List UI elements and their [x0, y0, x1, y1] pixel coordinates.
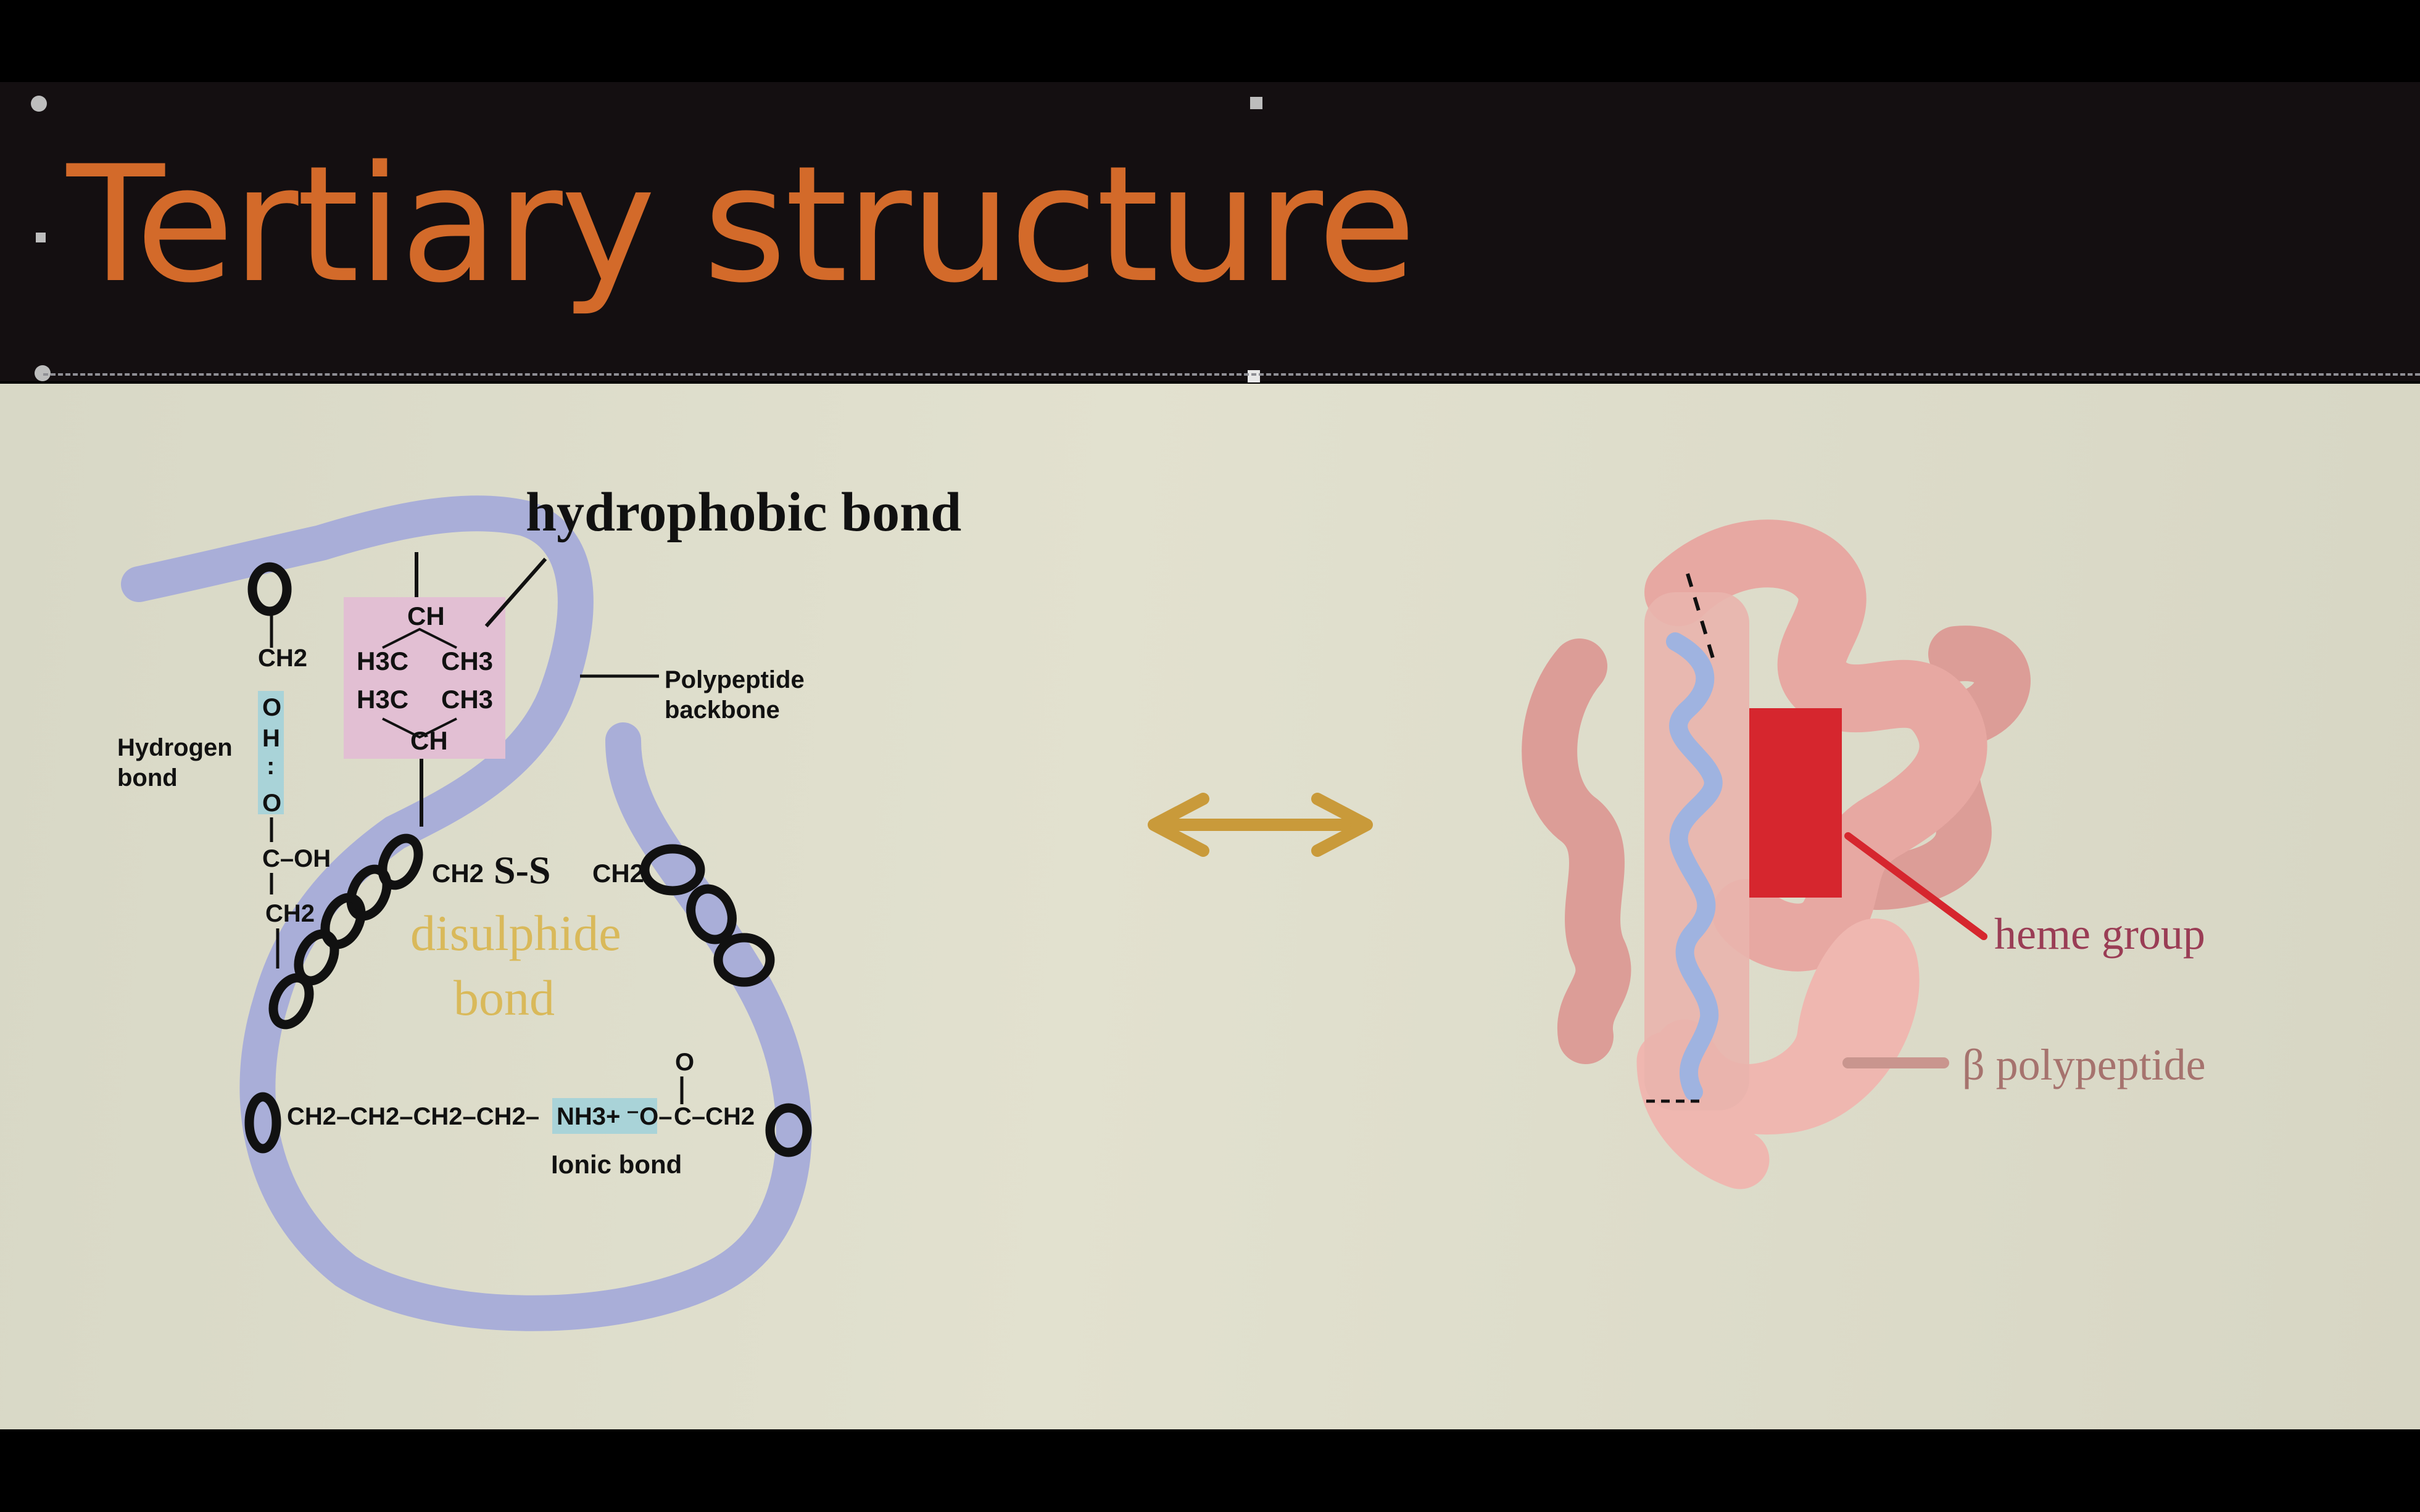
disulphide-s-s: S-S	[494, 848, 551, 892]
residue-ring	[765, 1103, 812, 1157]
hydrogen-bond-label-2: bond	[117, 764, 178, 791]
ionic-nh3: NH3+	[557, 1103, 620, 1130]
residue-ring	[713, 933, 775, 987]
disulphide-ch2-left: CH2	[432, 859, 484, 888]
hbond-h: H	[262, 725, 280, 752]
backbone-label: backbone	[665, 696, 780, 724]
ring-ch3-1: CH3	[441, 647, 493, 675]
polypeptide-backbone	[121, 495, 812, 1331]
slide-body	[0, 384, 2420, 1429]
residue-ring-hbond	[247, 562, 292, 616]
ring-h3c-2: H3C	[357, 685, 408, 714]
disulphide-bond-label: disulphide	[410, 905, 621, 961]
ionic-o: ⁻O–	[626, 1103, 672, 1130]
screen-bottom-bezel	[0, 1429, 2420, 1512]
ring-ch-bottom: CH	[410, 726, 448, 755]
helix-strand	[1666, 632, 1723, 1101]
screen-top-bezel	[0, 0, 2420, 82]
ring-ch-top: CH	[407, 601, 445, 630]
ionic-bond-box	[552, 1098, 657, 1134]
slide-title-bar: Tertiary structure	[0, 82, 2420, 381]
protein-ribbon	[1644, 519, 1987, 972]
right-protein-diagram: heme group β polypeptide	[1522, 519, 2206, 1189]
heme-group	[1749, 708, 1842, 898]
ionic-carbonyl-o: O	[675, 1049, 694, 1076]
hbond-ch2: CH2	[258, 645, 307, 672]
hbond-o-bottom: O	[262, 790, 281, 817]
ionic-bond-label: Ionic bond	[551, 1150, 682, 1179]
residue-ring	[268, 973, 314, 1030]
hbond-c-oh: C–OH	[262, 845, 331, 872]
double-arrow	[1148, 793, 1373, 857]
beta-polypeptide-label: β polypeptide	[1962, 1040, 2206, 1089]
selection-handle-middle-left[interactable]	[36, 233, 46, 242]
disulphide-bond-label-2: bond	[454, 970, 555, 1026]
ring-h3c-1: H3C	[357, 647, 408, 675]
selection-handle-top-middle[interactable]	[1250, 97, 1262, 109]
hydrophobic-box	[344, 597, 505, 759]
ring-ch3-2: CH3	[441, 685, 493, 714]
hydrophobic-bond-label: hydrophobic bond	[526, 482, 961, 543]
hbond-ch2-bottom: CH2	[265, 900, 315, 927]
hbond-dots: :	[267, 753, 275, 780]
heme-group-label: heme group	[1994, 909, 2205, 959]
hydrogen-bond-label: Hydrogen	[117, 734, 233, 761]
left-bond-diagram: CH H3C CH3 H3C CH3 CH hydrophobic bond P…	[117, 482, 961, 1331]
slide-title[interactable]: Tertiary structure	[67, 132, 1416, 318]
hbond-o-top: O	[262, 694, 281, 721]
ionic-chain: CH2–CH2–CH2–CH2–	[287, 1103, 539, 1130]
selection-handle-top-left[interactable]	[31, 96, 47, 112]
residue-ring	[686, 884, 737, 944]
hydrogen-bond-box	[258, 691, 284, 814]
residue-ring	[640, 844, 705, 896]
polypeptide-backbone-label: Polypeptide	[665, 666, 805, 693]
residue-ring	[244, 1092, 281, 1154]
ionic-c-ch2: C–CH2	[674, 1103, 755, 1130]
selection-border	[43, 373, 2420, 376]
disulphide-ch2-right: CH2	[592, 859, 644, 888]
